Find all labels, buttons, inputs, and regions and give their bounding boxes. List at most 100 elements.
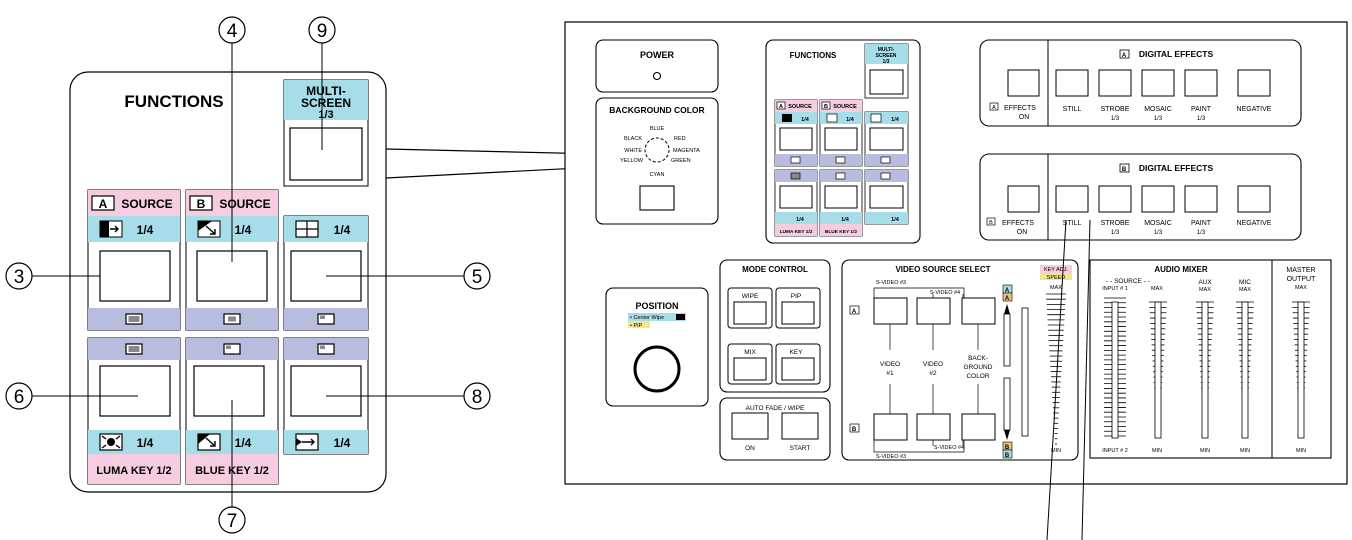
svg-text:- - SOURCE - -: - - SOURCE - -: [1106, 278, 1150, 285]
panel-screen-icon: [880, 156, 891, 164]
negative-b-button[interactable]: [1237, 185, 1271, 213]
auto-fade-start-button[interactable]: [781, 412, 819, 440]
strobe-a-button[interactable]: [1098, 69, 1132, 97]
effects-b-on-button[interactable]: [1007, 185, 1040, 213]
small-screen-icon: [223, 313, 241, 325]
center-wipe-mini-icon: [676, 314, 685, 320]
mode-control-section: MODE CONTROL WIPE PIP MIX KEY: [719, 259, 831, 393]
mosaic-a-button[interactable]: [1141, 69, 1175, 97]
bg-color-b-button[interactable]: [961, 413, 996, 441]
panel-luma-key-button[interactable]: [779, 185, 813, 209]
panel-slide-button[interactable]: [869, 185, 904, 209]
input-max-fader[interactable]: [1154, 301, 1162, 439]
a-source-button[interactable]: [99, 250, 171, 302]
aux-fader[interactable]: [1201, 301, 1209, 439]
corner-screen-icon: [317, 343, 335, 355]
panel-blue-key-button[interactable]: [824, 185, 858, 209]
position-joystick[interactable]: [633, 345, 681, 393]
callout-5: 5: [326, 262, 491, 290]
svg-text:WHITE: WHITE: [624, 148, 642, 154]
input-fader[interactable]: [1111, 301, 1119, 439]
svg-text:ON: ON: [1019, 114, 1030, 121]
effects-a-on-button[interactable]: [1007, 69, 1040, 97]
fade-slider[interactable]: [1021, 307, 1029, 437]
mix-button[interactable]: [733, 357, 767, 381]
paint-b-button[interactable]: [1184, 185, 1218, 213]
slide-wipe-button[interactable]: [290, 365, 362, 417]
power-led: [652, 71, 662, 81]
svg-text:START: START: [790, 445, 811, 452]
pip-button[interactable]: [781, 301, 815, 325]
svg-text:AUTO FADE / WIPE: AUTO FADE / WIPE: [746, 405, 805, 412]
mosaic-b-button[interactable]: [1141, 185, 1175, 213]
callout-9: 9: [308, 16, 336, 150]
multi-screen-cell: MULTI- SCREEN 1/3: [283, 79, 369, 187]
still-a-button[interactable]: [1055, 69, 1089, 97]
bg-color-a-button[interactable]: [961, 297, 996, 325]
video2-a-button[interactable]: [916, 297, 951, 325]
svg-text:1/3: 1/3: [883, 59, 890, 65]
panel-b-source-button[interactable]: [824, 127, 858, 151]
multi-screen-button[interactable]: [289, 127, 363, 181]
svg-text:GREEN: GREEN: [671, 158, 691, 164]
luma-key-button[interactable]: [99, 365, 171, 417]
digital-effects-b-section: B DIGITAL EFFECTS B EFFECTS ON STILL STR…: [979, 153, 1302, 241]
master-fader[interactable]: [1297, 301, 1305, 439]
callout-4: 4: [218, 16, 246, 262]
power-section: POWER: [595, 39, 719, 93]
svg-text:MOSAIC: MOSAIC: [1144, 220, 1172, 227]
panel-multi-screen-button[interactable]: [869, 69, 904, 95]
panel-b-wipe-icon: [826, 113, 838, 123]
panel-quad-button[interactable]: [869, 127, 904, 151]
svg-text:SCREEN: SCREEN: [876, 53, 897, 59]
panel-screen-icon: [835, 172, 846, 180]
b-source-label: SOURCE: [219, 197, 270, 211]
svg-text:S-VIDEO #3: S-VIDEO #3: [876, 280, 906, 286]
wipe-button[interactable]: [733, 301, 767, 325]
mic-fader[interactable]: [1241, 301, 1249, 439]
svg-text:1/3: 1/3: [1154, 116, 1163, 122]
panel-a-source-button[interactable]: [779, 127, 813, 151]
svg-text:1/4: 1/4: [796, 217, 805, 223]
svg-text:FUNCTIONS: FUNCTIONS: [790, 51, 837, 60]
a-source-cell: A SOURCE 1/4: [87, 189, 181, 331]
color-dial[interactable]: [644, 137, 670, 163]
svg-text:BLUE: BLUE: [650, 126, 665, 132]
svg-text:MOSAIC: MOSAIC: [1144, 106, 1172, 113]
svg-text:1/4: 1/4: [891, 217, 900, 223]
strobe-b-button[interactable]: [1098, 185, 1132, 213]
svg-text:VIDEO: VIDEO: [880, 361, 900, 368]
svg-text:AUDIO MIXER: AUDIO MIXER: [1154, 265, 1208, 274]
svg-text:A: A: [852, 309, 857, 315]
svg-text:STROBE: STROBE: [1101, 106, 1130, 113]
video1-a-button[interactable]: [873, 297, 908, 325]
key-button[interactable]: [781, 357, 815, 381]
svg-text:A: A: [1122, 53, 1127, 59]
svg-text:4: 4: [227, 21, 238, 42]
svg-text:RED: RED: [674, 136, 686, 142]
svg-text:POSITION: POSITION: [635, 301, 678, 311]
svg-text:1/3: 1/3: [1197, 230, 1206, 236]
svg-text:POWER: POWER: [640, 50, 675, 60]
video2-b-button[interactable]: [916, 413, 951, 441]
svg-text:ON: ON: [745, 445, 755, 452]
video1-b-button[interactable]: [873, 413, 908, 441]
background-color-button[interactable]: [639, 185, 675, 211]
panel-screen-icon: [880, 172, 891, 180]
paint-a-button[interactable]: [1184, 69, 1218, 97]
functions-detail-title: FUNCTIONS: [124, 92, 223, 111]
callout-7: 7: [218, 400, 246, 534]
svg-text:STILL: STILL: [1063, 106, 1082, 113]
callout-6: 6: [5, 382, 138, 410]
corner-screen-icon: [317, 313, 335, 325]
negative-a-button[interactable]: [1237, 69, 1271, 97]
auto-fade-on-button[interactable]: [731, 412, 769, 440]
svg-text:1/4: 1/4: [891, 117, 900, 123]
svg-text:MAX: MAX: [1295, 285, 1307, 291]
svg-text:YELLOW: YELLOW: [620, 158, 644, 164]
slide-wipe-icon: [295, 433, 319, 451]
svg-text:B: B: [852, 427, 857, 433]
blue-key-button[interactable]: [193, 365, 265, 417]
still-b-button[interactable]: [1055, 185, 1089, 213]
diagonal-wipe-icon: [197, 433, 221, 451]
